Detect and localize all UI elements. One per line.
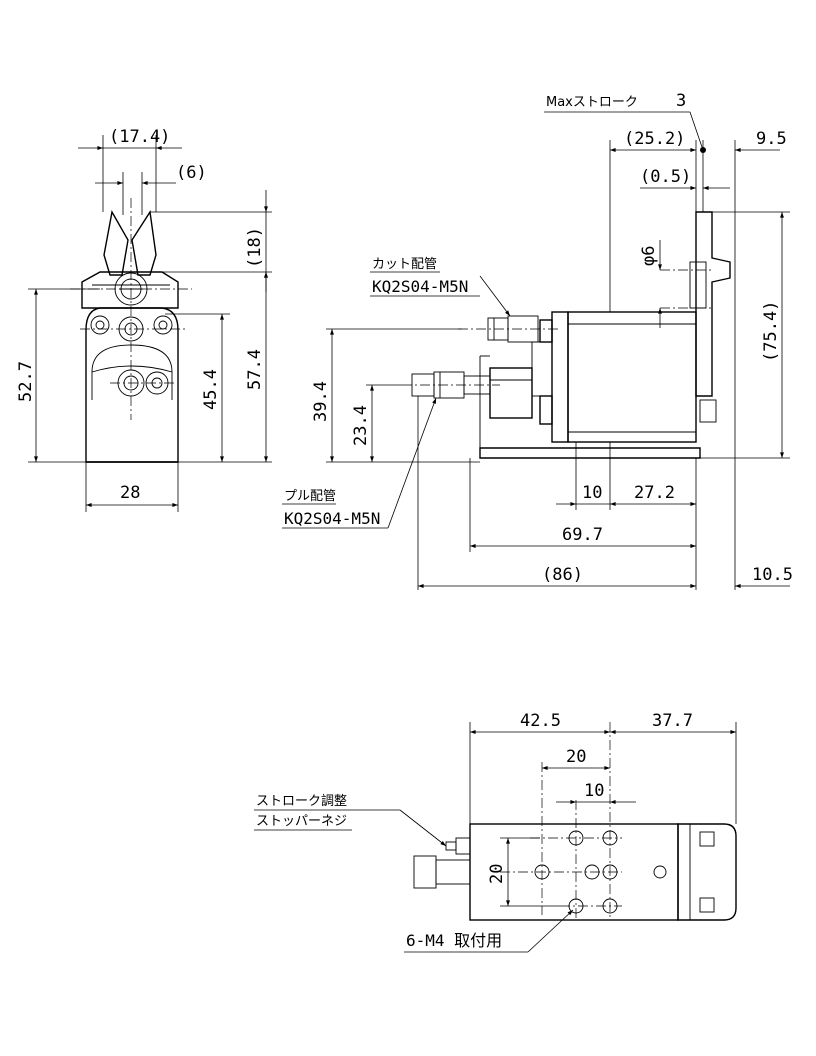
dim-86: (86) — [542, 565, 583, 585]
bottom-view: 42.5 37.7 20 10 20 ストローク調整 ストッパーネジ 6-M4 … — [254, 711, 737, 953]
dim-10b: 10 — [584, 781, 604, 801]
dim-17-4: (17.4) — [109, 127, 170, 147]
cut-port-label: カット配管 — [372, 257, 437, 272]
dim-27-2: 27.2 — [634, 483, 675, 503]
dim-9-5: 9.5 — [756, 129, 787, 149]
pull-port-label: プル配管 — [284, 489, 336, 504]
mount-label: 6-M4 取付用 — [406, 931, 502, 950]
dim-37-7: 37.7 — [652, 711, 693, 731]
dim-23-4: 23.4 — [351, 405, 371, 446]
dim-20h: 20 — [566, 747, 586, 767]
dim-52-7: 52.7 — [16, 361, 36, 402]
dim-18: (18) — [245, 227, 265, 268]
side-view: Maxストローク 3 (25.2) 9.5 (0.5) φ6 (75.4) 39… — [282, 91, 793, 590]
dim-45-4: 45.4 — [201, 369, 221, 410]
dim-57-4: 57.4 — [245, 349, 265, 390]
front-view: (17.4) (6) (18) 52.7 57.4 45.4 28 — [16, 127, 272, 512]
dim-75-4: (75.4) — [761, 301, 781, 362]
dim-28: 28 — [120, 483, 140, 503]
dim-39-4: 39.4 — [311, 381, 331, 422]
max-stroke-label: Maxストローク — [546, 95, 638, 110]
dim-10-5: 10.5 — [752, 565, 793, 585]
dim-20v: 20 — [487, 864, 507, 884]
stopper-label-1: ストローク調整 — [256, 794, 347, 809]
max-stroke-value: 3 — [676, 91, 686, 111]
cut-port-fitting: KQ2S04-M5N — [372, 277, 468, 296]
dim-25-2: (25.2) — [624, 129, 685, 149]
dim-6: (6) — [176, 163, 207, 183]
pull-port-fitting: KQ2S04-M5N — [284, 509, 380, 528]
stopper-label-2: ストッパーネジ — [256, 814, 347, 829]
dim-42-5: 42.5 — [520, 711, 561, 731]
dim-phi6: φ6 — [639, 246, 659, 266]
dim-10: 10 — [582, 483, 602, 503]
dim-69-7: 69.7 — [562, 525, 603, 545]
dim-0-5: (0.5) — [640, 167, 691, 187]
